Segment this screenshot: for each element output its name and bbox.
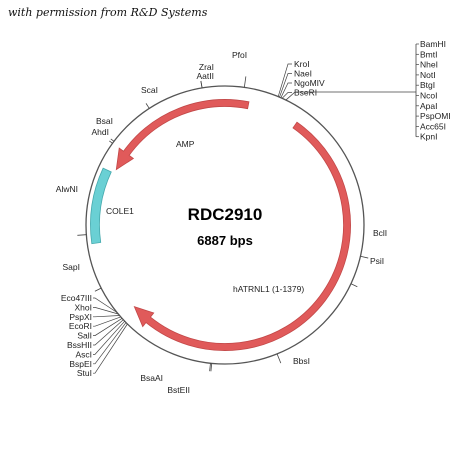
site-label-naei: NaeI: [294, 69, 312, 79]
site-tick-bsai: [110, 138, 115, 142]
site-tick-alwni: [77, 234, 87, 236]
site-label-bcli: BclI: [373, 228, 387, 238]
site-label-ahdi: AhdI: [92, 127, 110, 137]
site-label-bspei: BspEI: [69, 359, 92, 369]
cole1-feature[interactable]: [90, 167, 112, 245]
site-leader-asci: [93, 320, 125, 355]
site-tick-sapi: [94, 287, 102, 292]
site-leader-bseri: [281, 92, 292, 99]
site-label-pspomi: PspOMI: [420, 111, 450, 121]
site-leader-pspxi: [93, 315, 120, 318]
site-label-xhoi: XhoI: [75, 302, 93, 312]
site-tick-psii: [350, 283, 358, 288]
site-label-zrai: ZraI: [199, 62, 214, 72]
site-leader-kroi: [277, 63, 292, 97]
site-label-stui: StuI: [77, 368, 92, 378]
site-leader-xhoi: [93, 307, 119, 315]
site-label-pfoi: PfoI: [232, 50, 247, 60]
site-leader-bspei: [93, 322, 127, 365]
site-label-kpni: KpnI: [420, 132, 438, 142]
site-leader-eco47iii: [93, 297, 118, 313]
amp-feature[interactable]: [115, 99, 250, 171]
site-leader-sali: [93, 318, 123, 336]
site-label-bseri: BseRI: [294, 88, 317, 98]
right-group-leader: [285, 91, 416, 101]
site-label-bsaai: BsaAI: [140, 373, 163, 383]
amp-label: AMP: [176, 139, 195, 149]
cole1-label: COLE1: [106, 206, 134, 216]
site-tick-bbsi: [276, 353, 282, 364]
permission-credit: with permission from R&D Systems: [8, 6, 208, 19]
site-label-bmti: BmtI: [420, 49, 437, 59]
site-label-scai: ScaI: [141, 85, 158, 95]
site-label-alwni: AlwNI: [56, 184, 78, 194]
hatrnl1-label: hATRNL1 (1-1379): [233, 284, 304, 294]
site-leader-ecori: [93, 316, 121, 327]
hatrnl1-feature[interactable]: [133, 121, 351, 351]
site-label-nhei: NheI: [420, 60, 438, 70]
site-label-asci: AscI: [75, 349, 92, 359]
site-tick-scai: [145, 103, 150, 109]
site-label-apai: ApaI: [420, 101, 438, 111]
site-label-btgi: BtgI: [420, 80, 435, 90]
site-label-bbsi: BbsI: [293, 356, 310, 366]
site-label-ngomiv: NgoMIV: [294, 78, 325, 88]
site-label-aatii: AatII: [197, 71, 214, 81]
site-tick-bcli: [360, 255, 369, 259]
plasmid-backbone: [85, 85, 365, 365]
site-leader-bsshii: [93, 319, 124, 346]
site-label-bamhi: BamHI: [420, 39, 446, 49]
plasmid-name: RDC2910: [188, 205, 263, 224]
site-label-eco47iii: Eco47III: [61, 293, 92, 303]
site-label-bsai: BsaI: [96, 116, 113, 126]
site-label-pspxi: PspXI: [69, 312, 92, 322]
site-label-sali: SalI: [77, 331, 92, 341]
site-leader-ngomiv: [280, 82, 292, 98]
site-label-ecori: EcoRI: [69, 321, 92, 331]
site-label-acc65i: Acc65I: [420, 121, 446, 131]
site-tick-bsteii: [209, 363, 211, 372]
site-label-bsshii: BssHII: [67, 340, 92, 350]
site-label-bsteii: BstEII: [167, 385, 190, 395]
site-tick-ahdi: [109, 140, 113, 144]
site-leader-naei: [279, 73, 292, 98]
plasmid-size: 6887 bps: [197, 233, 253, 248]
site-label-noti: NotI: [420, 70, 436, 80]
site-label-ncoi: NcoI: [420, 91, 437, 101]
site-label-sapi: SapI: [63, 262, 81, 272]
site-label-kroi: KroI: [294, 59, 310, 69]
site-tick-aatii: [200, 80, 203, 88]
site-leader-stui: [93, 323, 128, 374]
site-tick-bsaai: [210, 363, 213, 372]
site-label-psii: PsiI: [370, 256, 384, 266]
site-tick-pfoi: [243, 76, 247, 88]
